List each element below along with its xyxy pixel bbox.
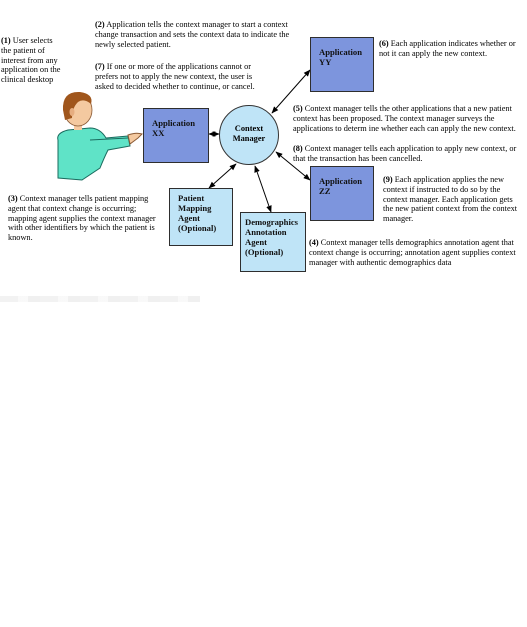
note-step-8: (8) Context manager tells each applicati… — [293, 144, 518, 164]
demographics-line-1: Demographics — [245, 217, 298, 227]
note-step-9-text: Each application applies the new context… — [383, 175, 518, 224]
note-step-5-text: Context manager tells the other applicat… — [293, 104, 516, 133]
faint-background-artifact — [0, 296, 200, 302]
application-zz-label: Application — [319, 176, 362, 186]
note-step-8-number: (8) — [293, 144, 303, 153]
note-step-1-text: User selects the patient of interest fro… — [1, 36, 61, 85]
note-step-2-number: (2) — [95, 20, 105, 29]
patient-mapping-line-4: (Optional) — [178, 222, 217, 233]
note-step-4-text: Context manager tells demographics annot… — [309, 238, 516, 267]
context-manager-label-1: Context — [234, 124, 264, 133]
arrow-cm-yy — [271, 69, 311, 114]
application-xx-node: Application XX — [143, 108, 209, 163]
patient-mapping-line-2: Mapping — [178, 202, 212, 213]
application-zz-node: Application ZZ — [310, 166, 374, 221]
application-xx-label: Application — [152, 118, 195, 128]
note-step-3-text: Context manager tells patient mapping ag… — [8, 194, 156, 243]
patient-mapping-agent-node: Patient Mapping Agent (Optional) — [169, 188, 233, 246]
arrow-cm-zz — [275, 151, 311, 181]
note-step-1: (1) User selects the patient of interest… — [1, 36, 63, 85]
patient-mapping-line-3: Agent — [178, 212, 200, 223]
note-step-5-number: (5) — [293, 104, 303, 113]
note-step-6-indicate-text: Each application indicates whether or no… — [379, 39, 516, 58]
note-step-5: (5) Context manager tells the other appl… — [293, 104, 518, 133]
application-yy-label: Application — [319, 47, 362, 57]
application-zz-id: ZZ — [319, 185, 331, 196]
note-step-4-number: (4) — [309, 238, 319, 247]
note-step-6-indicate: (6) Each application indicates whether o… — [379, 39, 519, 59]
patient-mapping-line-1: Patient — [178, 193, 205, 203]
note-step-7: (7) If one or more of the applications c… — [95, 62, 255, 91]
note-step-6-indicate-number: (6) — [379, 39, 389, 48]
note-step-9: (9) Each application applies the new con… — [383, 175, 523, 224]
context-manager-node: Context Manager — [219, 105, 279, 165]
application-yy-id: YY — [319, 56, 332, 67]
context-manager-label-2: Manager — [232, 133, 266, 143]
note-step-1-number: (1) — [1, 36, 11, 45]
note-step-3-number: (3) — [8, 194, 18, 203]
demographics-line-4: (Optional) — [245, 246, 284, 257]
application-yy-node: Application YY — [310, 37, 374, 92]
arrow-cm-demographics — [254, 165, 272, 213]
note-step-8-text: Context manager tells each application t… — [293, 144, 517, 163]
note-step-3: (3) Context manager tells patient mappin… — [8, 194, 166, 243]
application-xx-id: XX — [152, 127, 165, 138]
note-step-4: (4) Context manager tells demographics a… — [309, 238, 521, 267]
clinician-user-figure-icon — [57, 91, 143, 181]
note-step-9-number: (9) — [383, 175, 393, 184]
note-step-7-number: (7) — [95, 62, 105, 71]
demographics-line-2: Annotation — [245, 226, 287, 237]
arrow-cm-mapping — [208, 163, 237, 189]
note-step-2-text: Application tells the context manager to… — [95, 20, 290, 49]
demographics-agent-node: Demographics Annotation Agent (Optional) — [240, 212, 306, 272]
demographics-line-3: Agent — [245, 236, 267, 247]
note-step-2: (2) Application tells the context manage… — [95, 20, 295, 49]
note-step-7-text: If one or more of the applications canno… — [95, 62, 255, 91]
